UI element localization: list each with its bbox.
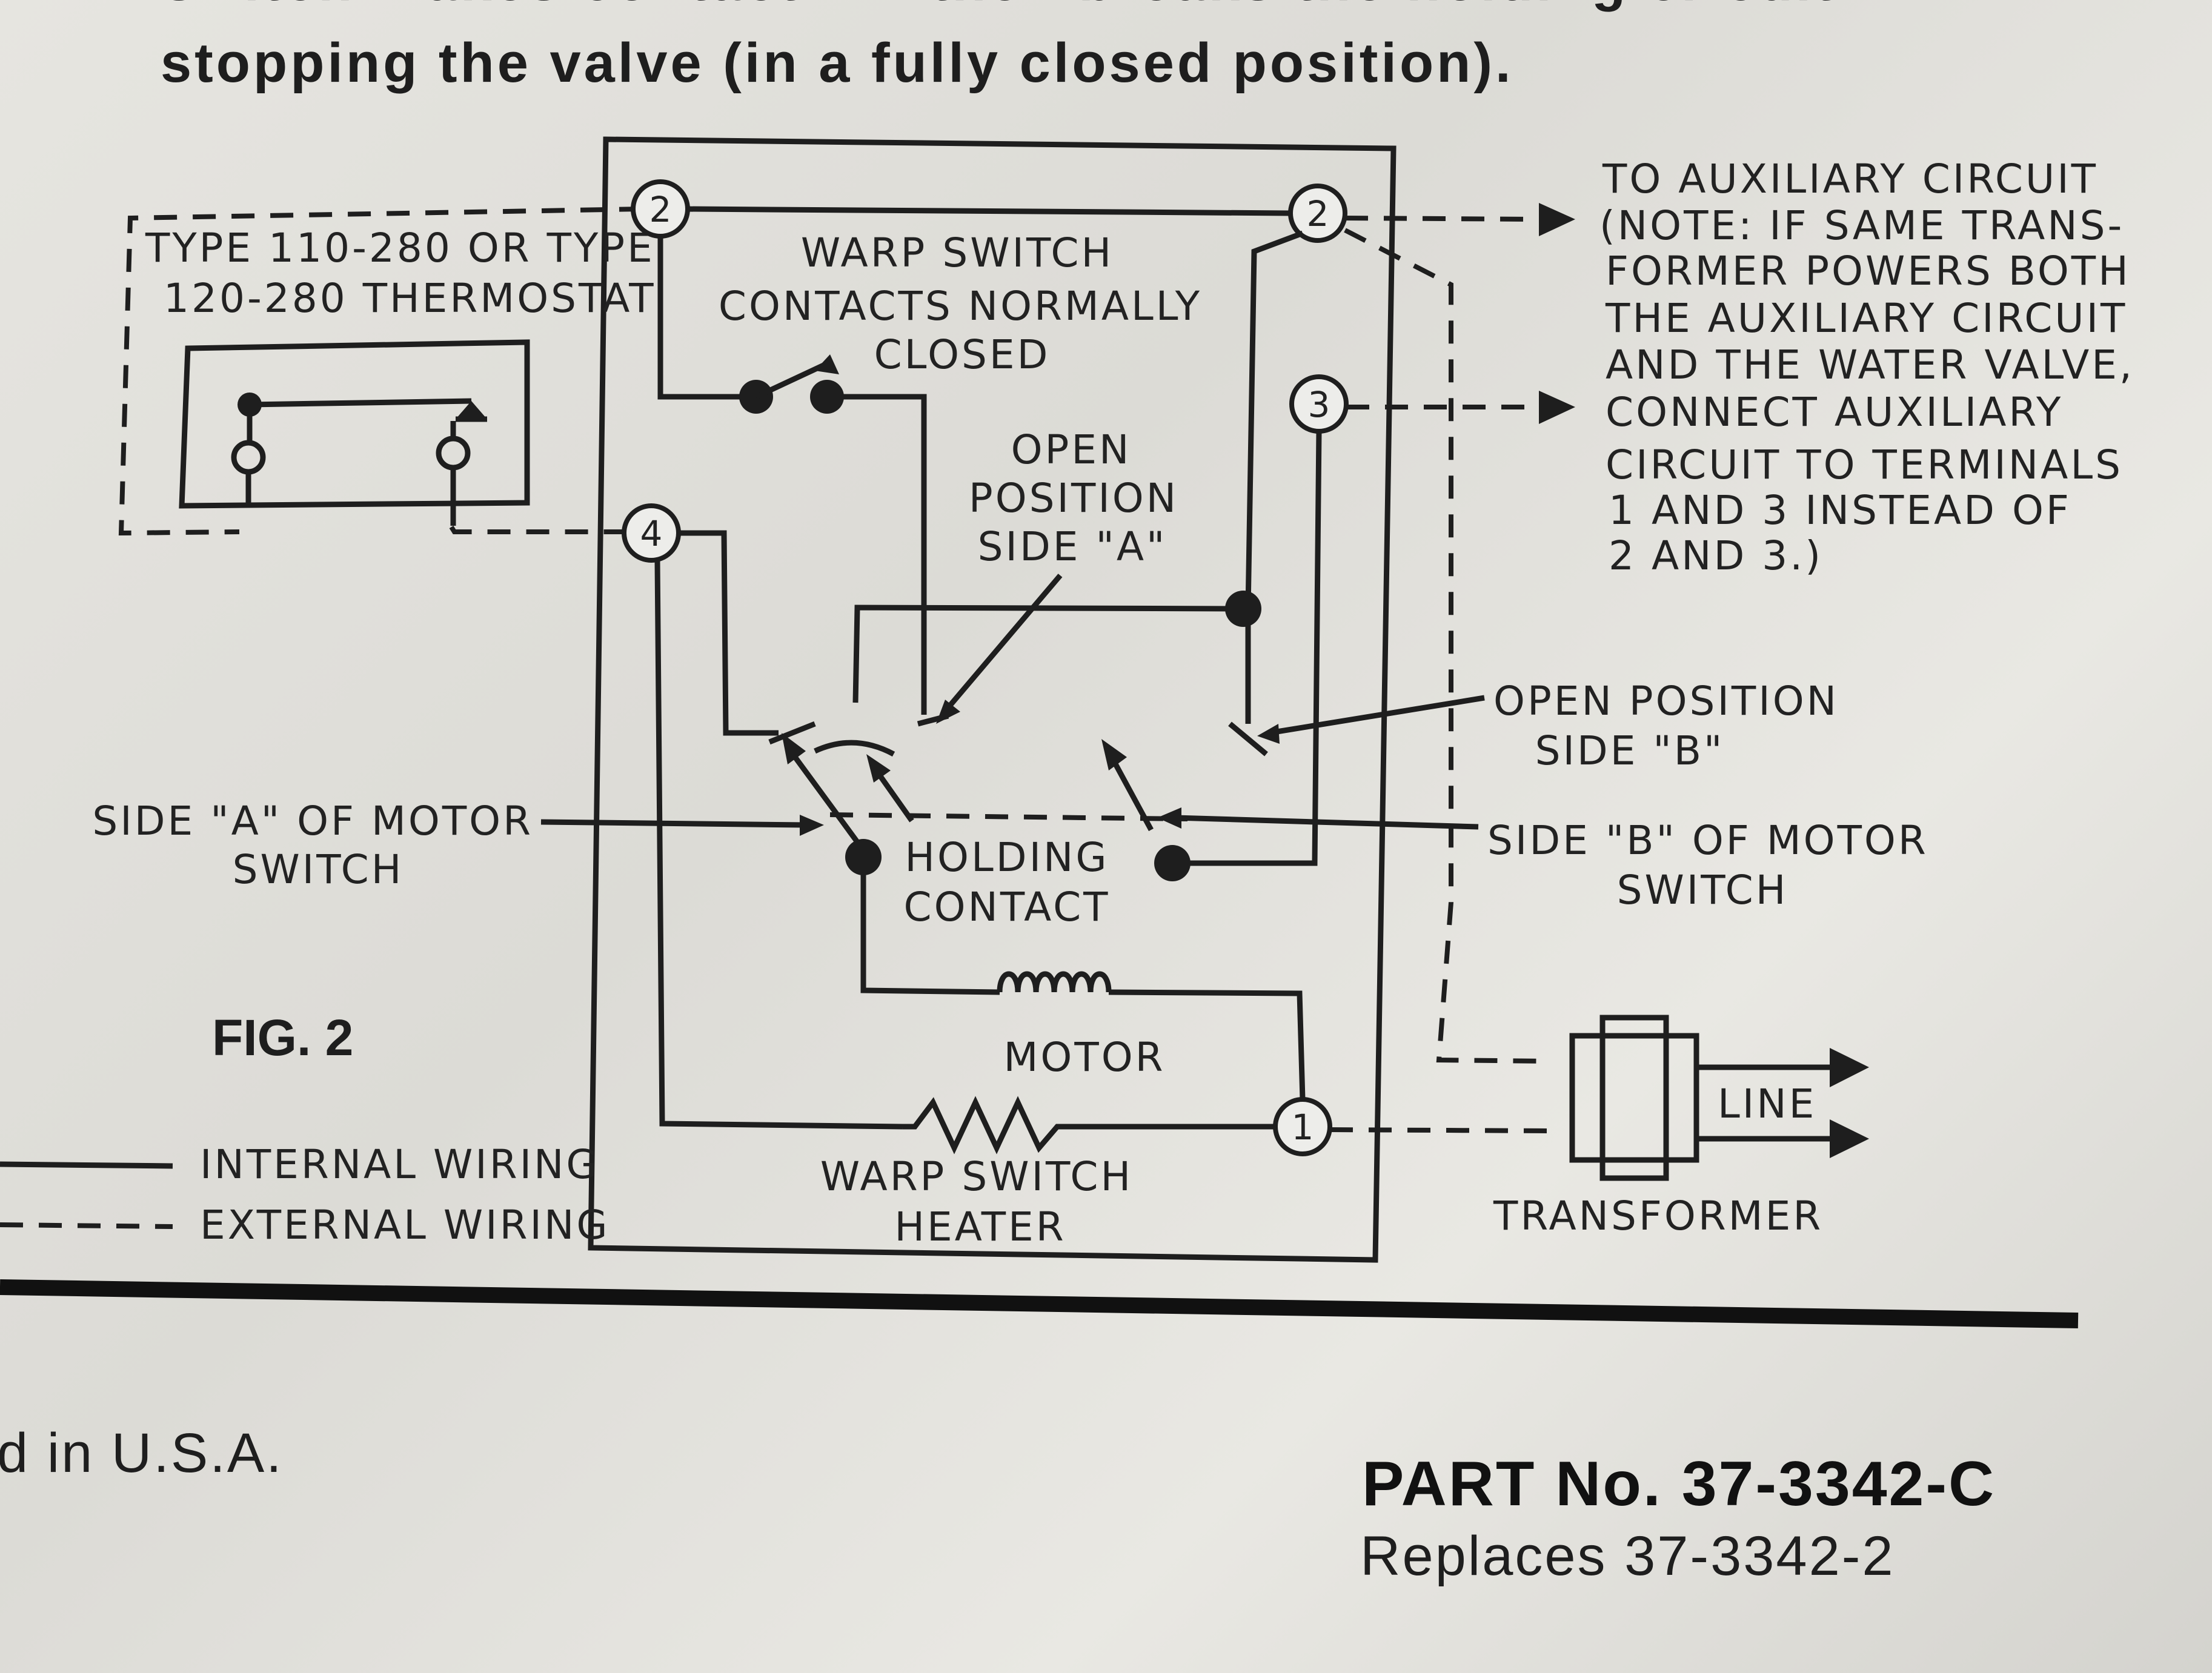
valve-housing-box: [588, 136, 1397, 1263]
part-number: PART No. 37-3342-C: [1362, 1449, 1996, 1519]
transformer-label: TRANSFORMER: [1493, 1193, 1823, 1239]
note-line-4: THE AUXILIARY CIRCUIT: [1605, 295, 2127, 342]
note-line-2: (NOTE: IF SAME TRANS-: [1599, 202, 2124, 249]
note-line-5: AND THE WATER VALVE,: [1606, 342, 2134, 388]
thermostat-dashed-box: [118, 207, 643, 536]
motor-label: MOTOR: [1003, 1034, 1165, 1081]
line-label: LINE: [1718, 1081, 1816, 1127]
legend-external-label: EXTERNAL WIRING: [200, 1202, 609, 1248]
thermostat-label-1: TYPE 110-280 OR TYPE: [145, 225, 655, 271]
internal-wiring: [654, 206, 1322, 1155]
open-side-b-label-1: OPEN POSITION: [1493, 678, 1839, 724]
warp-contacts-label-3: CLOSED: [874, 331, 1051, 378]
terminal-3: 3: [1289, 374, 1349, 434]
note-line-9: 2 AND 3.): [1609, 532, 1823, 579]
terminal-1: 1: [1273, 1097, 1332, 1156]
terminal-2-right: 2: [1288, 184, 1347, 243]
label-arrows: [540, 574, 1485, 836]
wiring-legend: INTERNAL WIRING EXTERNAL WIRING: [0, 1141, 609, 1248]
note-line-3: FORMER POWERS BOTH: [1606, 248, 2131, 294]
note-line-8: 1 AND 3 INSTEAD OF: [1609, 487, 2071, 534]
open-side-a-label-2: POSITION: [969, 475, 1178, 522]
svg-text:2: 2: [649, 189, 672, 230]
made-in-text: d in U.S.A.: [0, 1422, 284, 1484]
svg-text:2: 2: [1307, 193, 1329, 234]
motor-switch-arrows: [782, 733, 1154, 844]
terminal-4: 4: [622, 503, 681, 563]
external-wiring: [1329, 203, 1575, 1133]
svg-text:4: 4: [640, 513, 663, 554]
heater-label-2: HEATER: [894, 1204, 1066, 1250]
motor-switch-b-label-2: SWITCH: [1617, 867, 1789, 913]
holding-label-2: CONTACT: [904, 884, 1111, 930]
header-line-1: switch makes contact "4" then breaks the…: [164, 0, 1836, 12]
svg-text:1: 1: [1292, 1107, 1314, 1148]
terminal-2-left: 2: [631, 179, 690, 239]
warp-contacts-label-1: WARP SWITCH: [801, 230, 1114, 276]
header-line-2: stopping the valve (in a fully closed po…: [161, 32, 1514, 94]
thermostat-label-2: 120-280 THERMOSTAT: [164, 275, 656, 322]
replaces-text: Replaces 37-3342-2: [1360, 1525, 1895, 1587]
auxiliary-note: TO AUXILIARY CIRCUIT (NOTE: IF SAME TRAN…: [1599, 156, 2134, 579]
note-line-7: CIRCUIT TO TERMINALS: [1606, 442, 2123, 488]
motor-switch-b-label-1: SIDE "B" OF MOTOR: [1487, 817, 1928, 864]
motor-switch-a-label-2: SWITCH: [233, 846, 404, 893]
open-side-a-label-3: SIDE "A": [978, 523, 1167, 570]
heater-label-1: WARP SWITCH: [820, 1153, 1133, 1200]
transformer: [1569, 1015, 1869, 1181]
thermostat-contact: [231, 393, 487, 526]
holding-dashed-line: [829, 812, 1188, 821]
holding-label-1: HOLDING: [905, 834, 1109, 881]
warp-contacts-label-2: CONTACTS NORMALLY: [719, 283, 1202, 330]
motor-switch-a-label-1: SIDE "A" OF MOTOR: [92, 798, 533, 844]
section-divider: [0, 1279, 2079, 1328]
figure-label: FIG. 2: [212, 1009, 353, 1066]
note-line-6: CONNECT AUXILIARY: [1606, 389, 2063, 436]
thermostat-inner-box: [179, 339, 530, 509]
legend-internal-label: INTERNAL WIRING: [200, 1141, 600, 1188]
note-line-1: TO AUXILIARY CIRCUIT: [1602, 156, 2098, 202]
open-side-b-label-2: SIDE "B": [1535, 727, 1725, 774]
open-side-a-label-1: OPEN: [1011, 426, 1132, 473]
svg-text:3: 3: [1308, 384, 1330, 425]
